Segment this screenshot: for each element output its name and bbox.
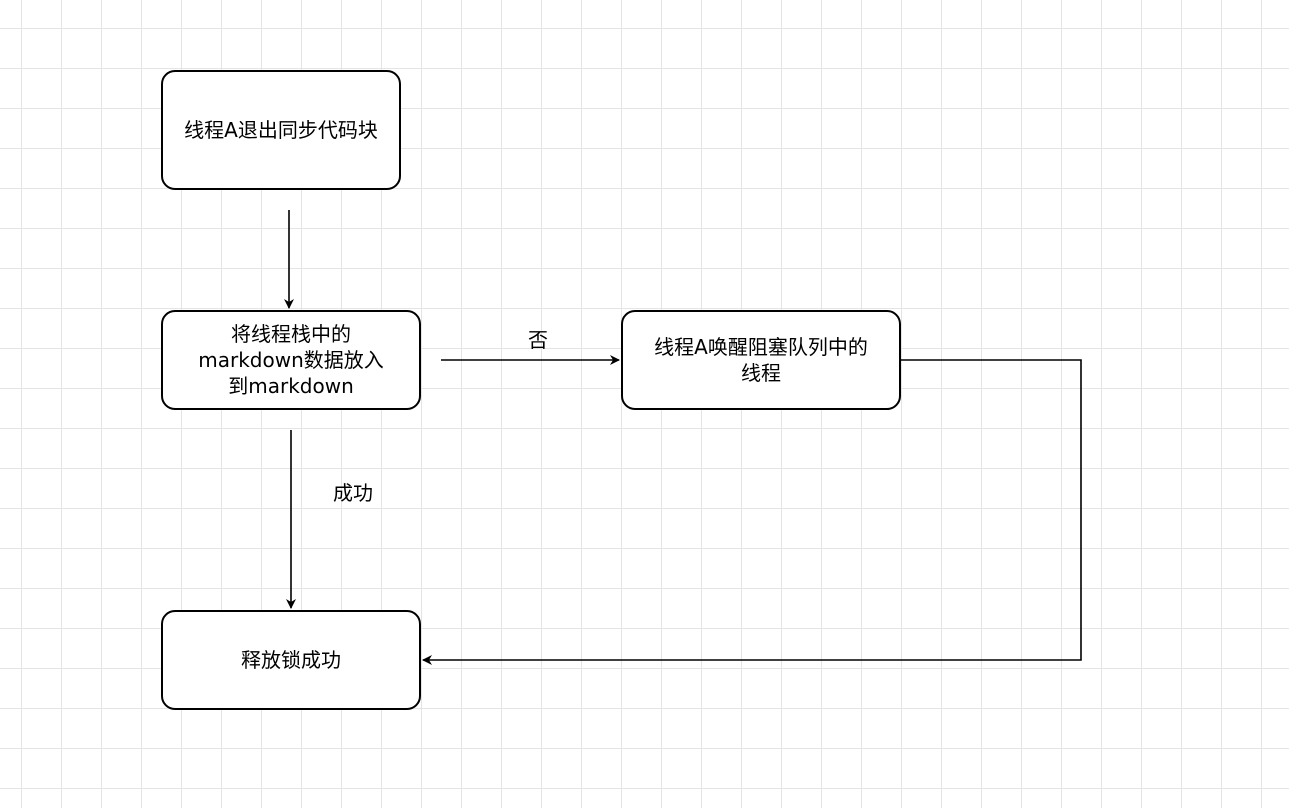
edge-wake-to-release xyxy=(422,359,1082,665)
edge-label-no: 否 xyxy=(528,328,548,352)
node-exit-sync-block[interactable]: 线程A退出同步代码块 xyxy=(161,70,401,190)
node-store-markdown[interactable]: 将线程栈中的 markdown数据放入 到markdown xyxy=(161,310,421,410)
edge-label-success: 成功 xyxy=(333,481,373,505)
node-release-lock-success[interactable]: 释放锁成功 xyxy=(161,610,421,710)
node-wake-blocked-queue[interactable]: 线程A唤醒阻塞队列中的 线程 xyxy=(621,310,901,410)
